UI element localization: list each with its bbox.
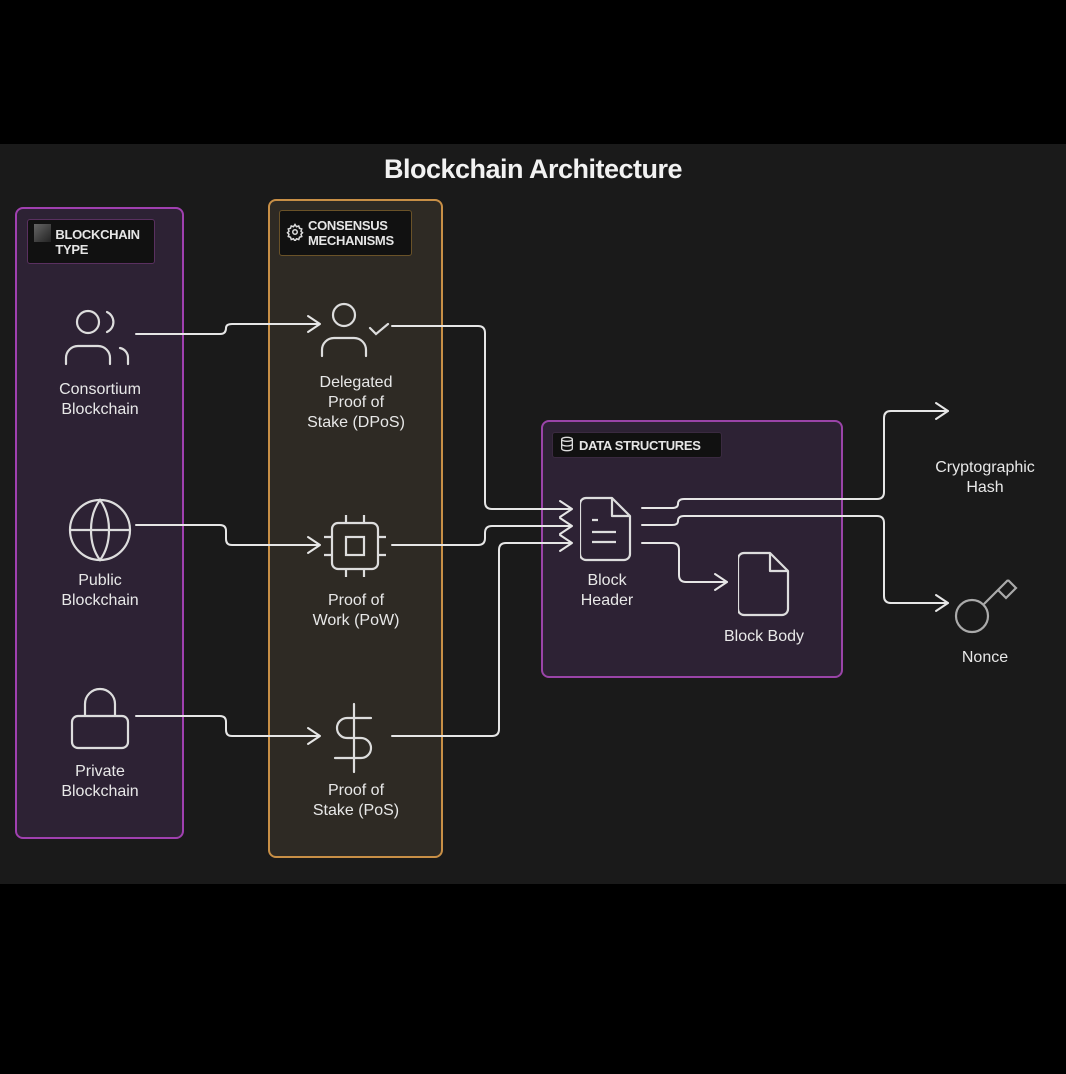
- node-block-header: Block Header: [580, 572, 634, 609]
- node-cryptographic-hash: Cryptographic Hash: [935, 459, 1035, 496]
- globe-icon: [68, 498, 132, 562]
- group-label-data-structures: DATA STRUCTURES: [552, 432, 722, 458]
- users-icon: [64, 309, 130, 366]
- file-icon: [738, 551, 790, 617]
- node-public-blockchain: Public Blockchain: [61, 572, 139, 609]
- database-icon: [559, 435, 575, 456]
- blockchain-type-icon: [34, 224, 52, 242]
- group-label-blockchain-type: BLOCKCHAIN TYPE: [27, 219, 155, 264]
- key-icon: [954, 579, 1018, 634]
- file-text-icon: [580, 496, 632, 562]
- cpu-icon: [324, 515, 386, 577]
- diagram-title: Blockchain Architecture: [383, 154, 683, 184]
- node-nonce: Nonce: [961, 649, 1009, 666]
- group-label-text: DATA STRUCTURES: [579, 437, 701, 453]
- node-private-blockchain: Private Blockchain: [61, 763, 139, 800]
- node-pos: Proof of Stake (PoS): [312, 782, 400, 819]
- user-check-icon: [320, 302, 390, 358]
- node-pow: Proof of Work (PoW): [312, 592, 400, 629]
- node-dpos: Delegated Proof of Stake (DPoS): [307, 374, 405, 431]
- dollar-icon: [333, 702, 373, 774]
- lock-icon: [70, 687, 130, 750]
- group-label-text: BLOCKCHAIN TYPE: [55, 226, 140, 257]
- node-consortium-blockchain: Consortium Blockchain: [59, 381, 141, 418]
- gear-icon: [286, 222, 304, 244]
- node-block-body: Block Body: [723, 628, 805, 645]
- group-label-consensus: CONSENSUS MECHANISMS: [279, 210, 412, 256]
- group-label-text: CONSENSUS MECHANISMS: [308, 218, 394, 248]
